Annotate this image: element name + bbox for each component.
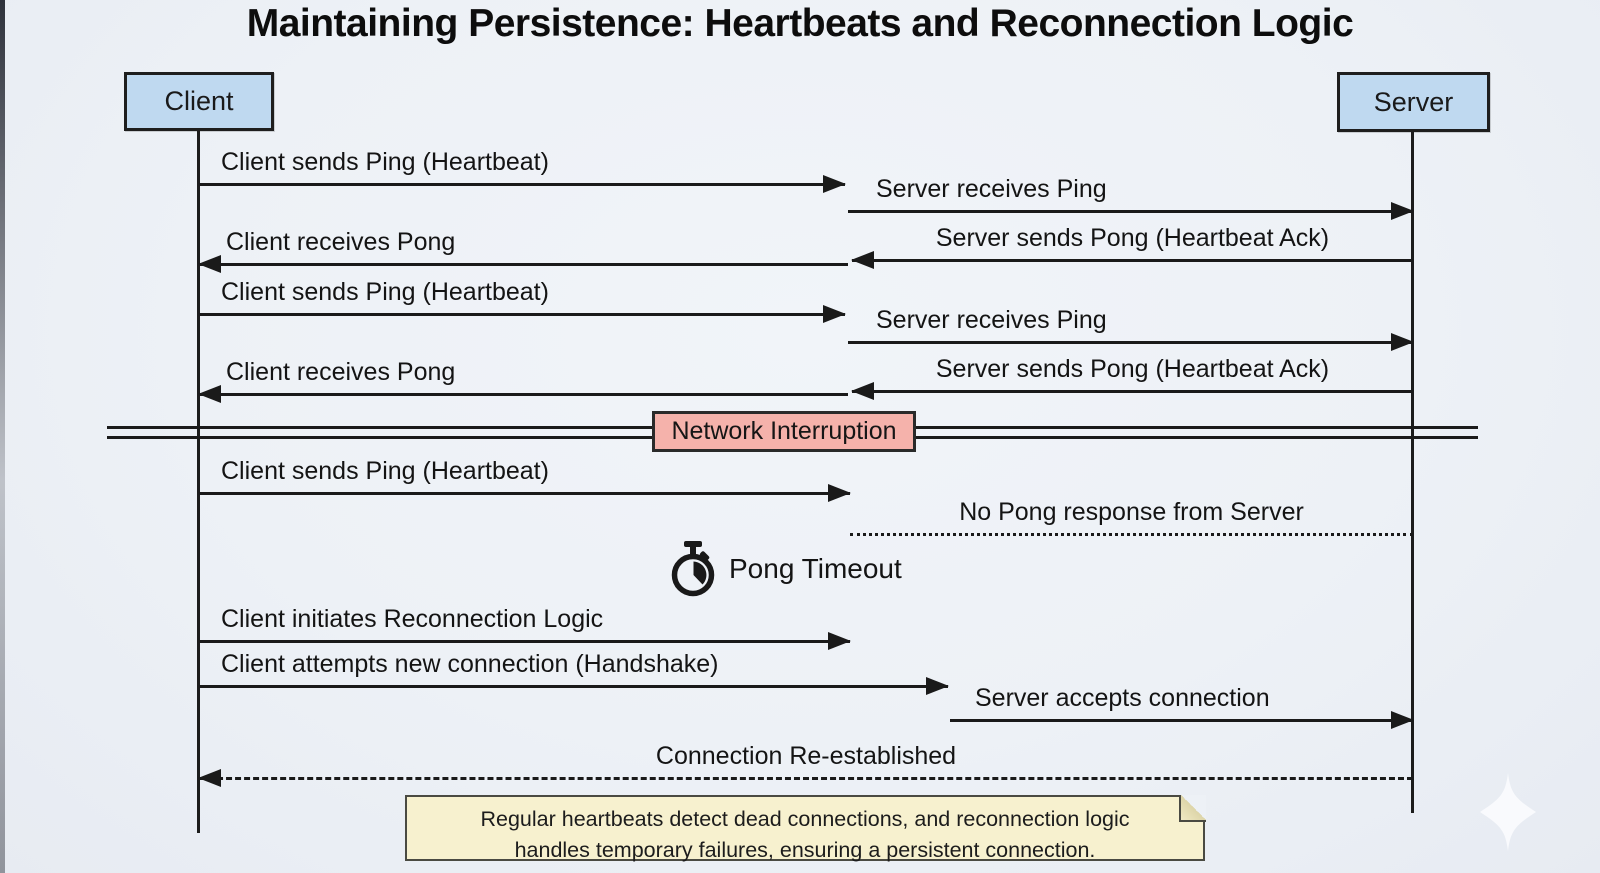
- client-lifeline: [197, 131, 200, 833]
- pong-timeout-marker: Pong Timeout: [670, 541, 902, 597]
- message-label: Server sends Pong (Heartbeat Ack): [935, 355, 1330, 383]
- sparkle-watermark-icon: [1480, 773, 1536, 851]
- actor-server-label: Server: [1373, 86, 1454, 117]
- message-server-receives-ping-2: Server receives Ping: [848, 305, 1414, 351]
- message-client-sends-ping-2: Client sends Ping (Heartbeat): [199, 277, 846, 323]
- message-label: Server accepts connection: [975, 684, 1270, 712]
- message-client-initiates-reconnection: Client initiates Reconnection Logic: [199, 604, 851, 650]
- arrow-left-icon: [198, 385, 848, 403]
- message-no-pong-response: No Pong response from Server: [850, 497, 1413, 536]
- message-label: Client sends Ping (Heartbeat): [221, 457, 549, 485]
- arrow-left-icon: [198, 255, 848, 273]
- message-label: Client sends Ping (Heartbeat): [221, 278, 549, 306]
- arrow-right-icon: [199, 677, 949, 695]
- server-lifeline: [1411, 132, 1414, 813]
- arrow-left-icon: [851, 382, 1413, 400]
- message-client-attempts-handshake: Client attempts new connection (Handshak…: [199, 649, 949, 695]
- note: Regular heartbeats detect dead connectio…: [405, 794, 1206, 862]
- stopwatch-icon: [671, 541, 715, 597]
- arrow-right-icon: [848, 333, 1414, 351]
- actor-client-label: Client: [164, 86, 234, 116]
- message-label: Connection Re-established: [655, 742, 957, 770]
- diagram-title: Maintaining Persistence: Heartbeats and …: [246, 2, 1354, 45]
- message-server-sends-pong-2: Server sends Pong (Heartbeat Ack): [851, 354, 1413, 400]
- actor-client: Client: [124, 72, 274, 131]
- note-fold-corner-icon: [1178, 794, 1206, 822]
- arrow-right-icon: [950, 711, 1414, 729]
- message-server-accepts-connection: Server accepts connection: [950, 683, 1414, 729]
- message-label: Client receives Pong: [226, 228, 456, 256]
- message-client-sends-ping-1: Client sends Ping (Heartbeat): [199, 147, 846, 193]
- arrow-right-icon: [199, 632, 851, 650]
- message-server-sends-pong-1: Server sends Pong (Heartbeat Ack): [851, 223, 1413, 269]
- message-connection-reestablished: Connection Re-established: [198, 741, 1413, 787]
- divider-label: Network Interruption: [671, 417, 897, 445]
- message-client-receives-pong-1: Client receives Pong: [198, 227, 848, 273]
- note-text-line1: Regular heartbeats detect dead connectio…: [480, 807, 1130, 831]
- message-label: Client attempts new connection (Handshak…: [221, 650, 719, 678]
- arrow-right-icon: [199, 175, 846, 193]
- message-label: No Pong response from Server: [959, 498, 1304, 526]
- scan-edge-artifact: [0, 0, 5, 873]
- message-label: Server receives Ping: [876, 175, 1107, 203]
- message-label: Server receives Ping: [876, 306, 1107, 334]
- message-label: Client receives Pong: [226, 358, 456, 386]
- message-client-receives-pong-2: Client receives Pong: [198, 357, 848, 403]
- divider-network-interruption: Network Interruption: [652, 411, 916, 452]
- message-label: Client sends Ping (Heartbeat): [221, 148, 549, 176]
- arrow-right-icon: [199, 305, 846, 323]
- message-client-sends-ping-3: Client sends Ping (Heartbeat): [199, 456, 851, 502]
- arrow-right-icon: [848, 202, 1414, 220]
- pong-timeout-label: Pong Timeout: [729, 553, 902, 584]
- message-server-receives-ping-1: Server receives Ping: [848, 174, 1414, 220]
- message-label: Server sends Pong (Heartbeat Ack): [935, 224, 1330, 252]
- dotted-line: [850, 533, 1413, 536]
- actor-server: Server: [1337, 72, 1490, 132]
- arrow-left-icon: [851, 251, 1413, 269]
- message-label: Client initiates Reconnection Logic: [221, 605, 604, 633]
- note-text-line2: handles temporary failures, ensuring a p…: [514, 837, 1096, 862]
- arrow-left-icon: [198, 769, 1413, 787]
- arrow-right-icon: [199, 484, 851, 502]
